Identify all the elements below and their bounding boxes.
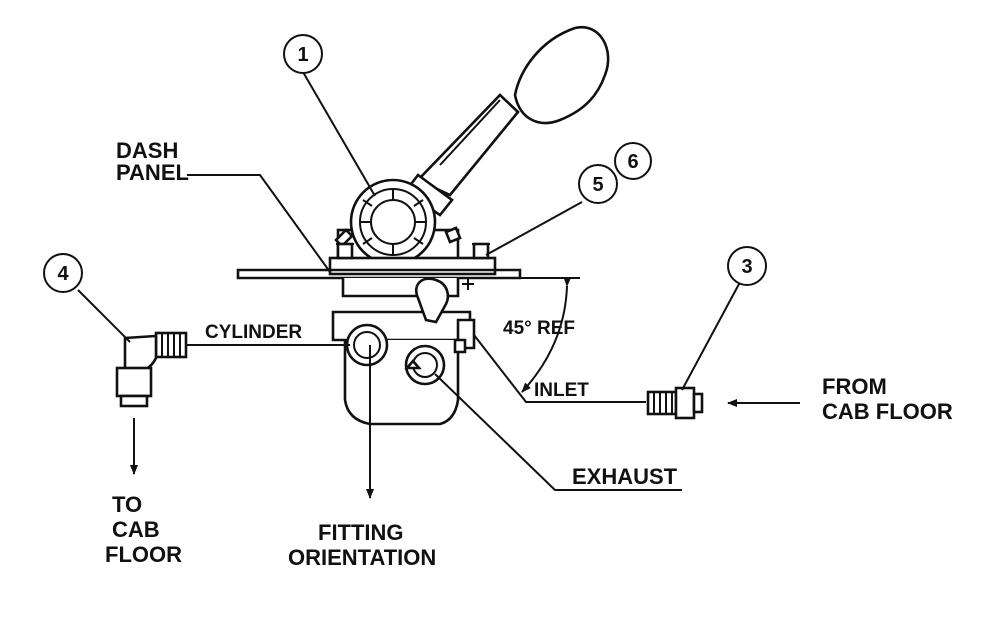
leader-inlet: [473, 334, 646, 403]
exhaust-port: [404, 344, 446, 386]
leader-dash-panel: [187, 174, 331, 273]
callout-3: 3: [727, 246, 767, 286]
cylinder-port: [345, 323, 389, 367]
callout-3-number: 3: [741, 256, 752, 278]
callout-6: 6: [614, 142, 652, 180]
dash-panel-label-line1: DASH: [116, 138, 178, 163]
leader-callout-1: [302, 71, 376, 197]
callout-6-number: 6: [627, 151, 638, 173]
from-cab-floor-label-line2: CAB FLOOR: [822, 399, 953, 424]
leader-lines: [77, 71, 740, 491]
callout-5-number: 5: [592, 174, 603, 196]
flow-arrows: [130, 345, 800, 499]
angle-reference-label: 45° REF: [503, 318, 575, 339]
inlet-label: INLET: [534, 380, 589, 401]
leader-exhaust: [434, 373, 682, 491]
elbow-fitting: [115, 331, 188, 408]
control-handle: [403, 25, 610, 217]
callout-1: 1: [283, 34, 323, 74]
to-cab-floor-label-line1: TO: [112, 492, 142, 517]
leader-callout-5: [485, 201, 583, 256]
to-cab-floor-label-line3: FLOOR: [105, 542, 182, 567]
leader-callout-4: [77, 289, 131, 343]
to-cab-floor-label-line2: CAB: [112, 517, 160, 542]
exhaust-label: EXHAUST: [572, 464, 678, 489]
fitting-orientation-label-line1: FITTING: [318, 520, 404, 545]
fitting-orientation-label-line2: ORIENTATION: [288, 545, 436, 570]
from-cab-floor-label-line1: FROM: [822, 374, 887, 399]
cylinder-label: CYLINDER: [205, 322, 302, 343]
callout-4-number: 4: [57, 263, 69, 285]
dash-panel-label-line2: PANEL: [116, 160, 189, 185]
leader-callout-3: [681, 283, 740, 391]
angle-arc: [521, 276, 572, 393]
valve-body: [331, 277, 476, 426]
valve-head: [334, 178, 462, 266]
callout-4: 4: [43, 253, 83, 293]
straight-fitting: [646, 386, 704, 420]
callout-1-number: 1: [297, 44, 308, 66]
callout-5: 5: [578, 164, 618, 204]
